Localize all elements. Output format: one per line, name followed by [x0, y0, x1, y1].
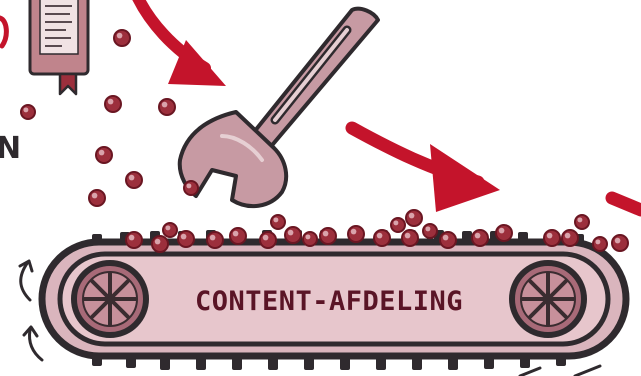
content-particle: [320, 228, 336, 244]
particle-highlight: [393, 220, 398, 225]
particle-highlight: [186, 183, 191, 188]
particle-highlight: [162, 102, 168, 108]
content-particle: [575, 215, 589, 229]
particle-highlight: [233, 231, 239, 237]
arrow-icon: [138, 0, 226, 86]
particle-highlight: [305, 234, 310, 239]
particle-highlight: [117, 33, 123, 39]
content-particle: [178, 231, 194, 247]
conveyor-label: CONTENT-AFDELING: [195, 286, 463, 317]
content-particle: [271, 215, 285, 229]
particle-highlight: [595, 239, 600, 244]
content-particle: [472, 230, 488, 246]
content-particle: [105, 96, 121, 112]
particle-highlight: [92, 193, 98, 199]
content-particle: [126, 172, 142, 188]
particle-highlight: [273, 217, 278, 222]
particle-highlight: [181, 234, 187, 240]
particle-highlight: [475, 233, 481, 239]
particle-highlight: [443, 235, 449, 241]
content-particle: [89, 190, 105, 206]
content-particle: [260, 232, 276, 248]
content-particle: [303, 232, 317, 246]
content-particle: [374, 230, 390, 246]
content-particle: [402, 230, 418, 246]
cropped-text: N: [0, 131, 21, 166]
particle-highlight: [129, 235, 135, 241]
particle-highlight: [288, 230, 294, 236]
content-particle: [126, 232, 142, 248]
document-icon: [30, 0, 88, 94]
content-particle: [159, 99, 175, 115]
particle-highlight: [23, 107, 28, 112]
particle-highlight: [409, 213, 415, 219]
particle-highlight: [351, 229, 357, 235]
particle-highlight: [165, 225, 170, 230]
content-particle: [230, 228, 246, 244]
particle-highlight: [615, 238, 621, 244]
arrow-icon: [520, 368, 540, 376]
content-particle: [544, 230, 560, 246]
particle-highlight: [547, 233, 553, 239]
content-particle: [348, 226, 364, 242]
particle-highlight: [405, 233, 411, 239]
content-particle: [406, 210, 422, 226]
conveyor-belt-icon: CONTENT-AFDELING: [42, 230, 626, 370]
particle-highlight: [577, 217, 582, 222]
content-particle: [114, 30, 130, 46]
content-particle: [496, 225, 512, 241]
particle-highlight: [129, 175, 135, 181]
arrow-icon: [612, 198, 641, 210]
content-particle: [593, 237, 607, 251]
content-particle: [423, 224, 437, 238]
wheel-icon: [74, 263, 146, 335]
particle-highlight: [565, 233, 571, 239]
particle-highlight: [263, 235, 269, 241]
content-particle: [163, 223, 177, 237]
particle-highlight: [377, 233, 383, 239]
particle-highlight: [99, 150, 105, 156]
arrow-icon: [352, 128, 500, 212]
content-particle: [612, 235, 628, 251]
content-particle: [207, 232, 223, 248]
cropped-shape: [575, 366, 600, 376]
content-particle: [285, 227, 301, 243]
content-particle: [96, 147, 112, 163]
particle-highlight: [155, 239, 161, 245]
content-particle: [152, 236, 168, 252]
wrench-icon: [180, 9, 378, 206]
content-particle: [184, 181, 198, 195]
content-particle: [391, 218, 405, 232]
particle-highlight: [425, 226, 430, 231]
content-particle: [562, 230, 578, 246]
particle-highlight: [108, 99, 114, 105]
particle-highlight: [323, 231, 329, 237]
particle-highlight: [499, 228, 505, 234]
particle-highlight: [210, 235, 216, 241]
content-particle: [440, 232, 456, 248]
wheel-icon: [512, 263, 584, 335]
content-particle: [21, 105, 35, 119]
rotation-arrow-icon: [20, 261, 42, 360]
cropped-shape: [0, 18, 6, 46]
